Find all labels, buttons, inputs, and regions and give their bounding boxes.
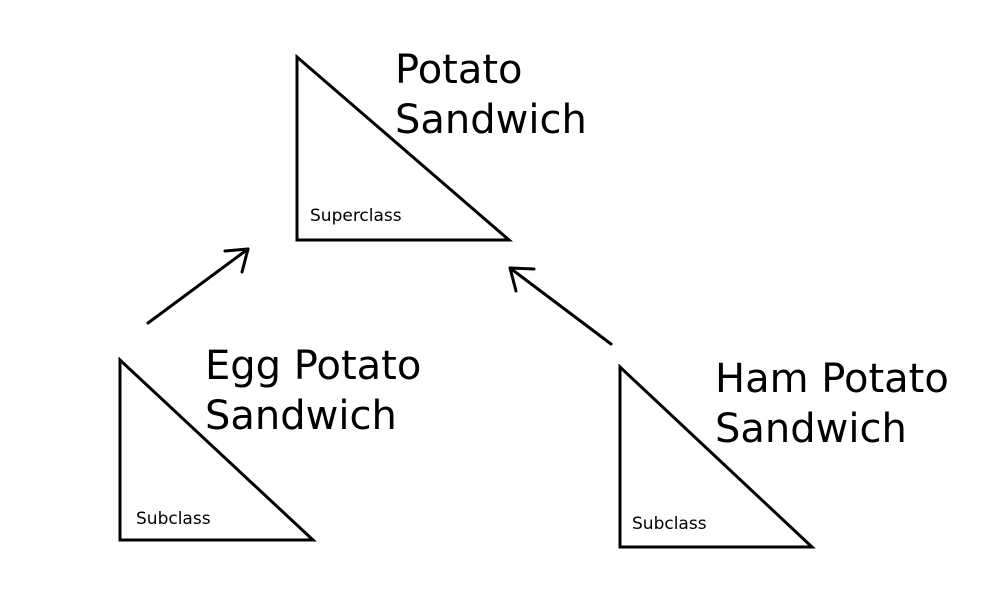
arrow-ham-shaft	[508, 266, 613, 346]
subclass-ham-title-line2: Sandwich	[715, 406, 907, 452]
arrow-egg-head	[223, 247, 250, 274]
superclass-label: Superclass	[310, 206, 402, 226]
subclass-egg-title-line1: Egg Potato	[205, 343, 421, 389]
arrow-egg-to-superclass	[146, 247, 250, 325]
subclass-ham-triangle	[618, 363, 816, 549]
subclass-ham-label: Subclass	[632, 514, 707, 534]
superclass-triangle	[295, 53, 514, 242]
subclass-egg-label: Subclass	[136, 509, 211, 529]
arrow-egg-shaft	[146, 247, 250, 325]
subclass-node-ham: Ham Potato Sandwich Subclass	[618, 356, 949, 549]
superclass-title-line2: Sandwich	[395, 97, 587, 143]
superclass-title-line1: Potato	[395, 47, 523, 93]
arrow-ham-to-superclass	[508, 266, 613, 346]
subclass-ham-title-line1: Ham Potato	[715, 356, 949, 402]
subclass-egg-title-line2: Sandwich	[205, 393, 397, 439]
subclass-egg-triangle	[118, 356, 317, 542]
subclass-node-egg: Egg Potato Sandwich Subclass	[118, 343, 421, 542]
arrow-ham-head	[508, 266, 536, 293]
superclass-node: Potato Sandwich Superclass	[295, 47, 587, 242]
